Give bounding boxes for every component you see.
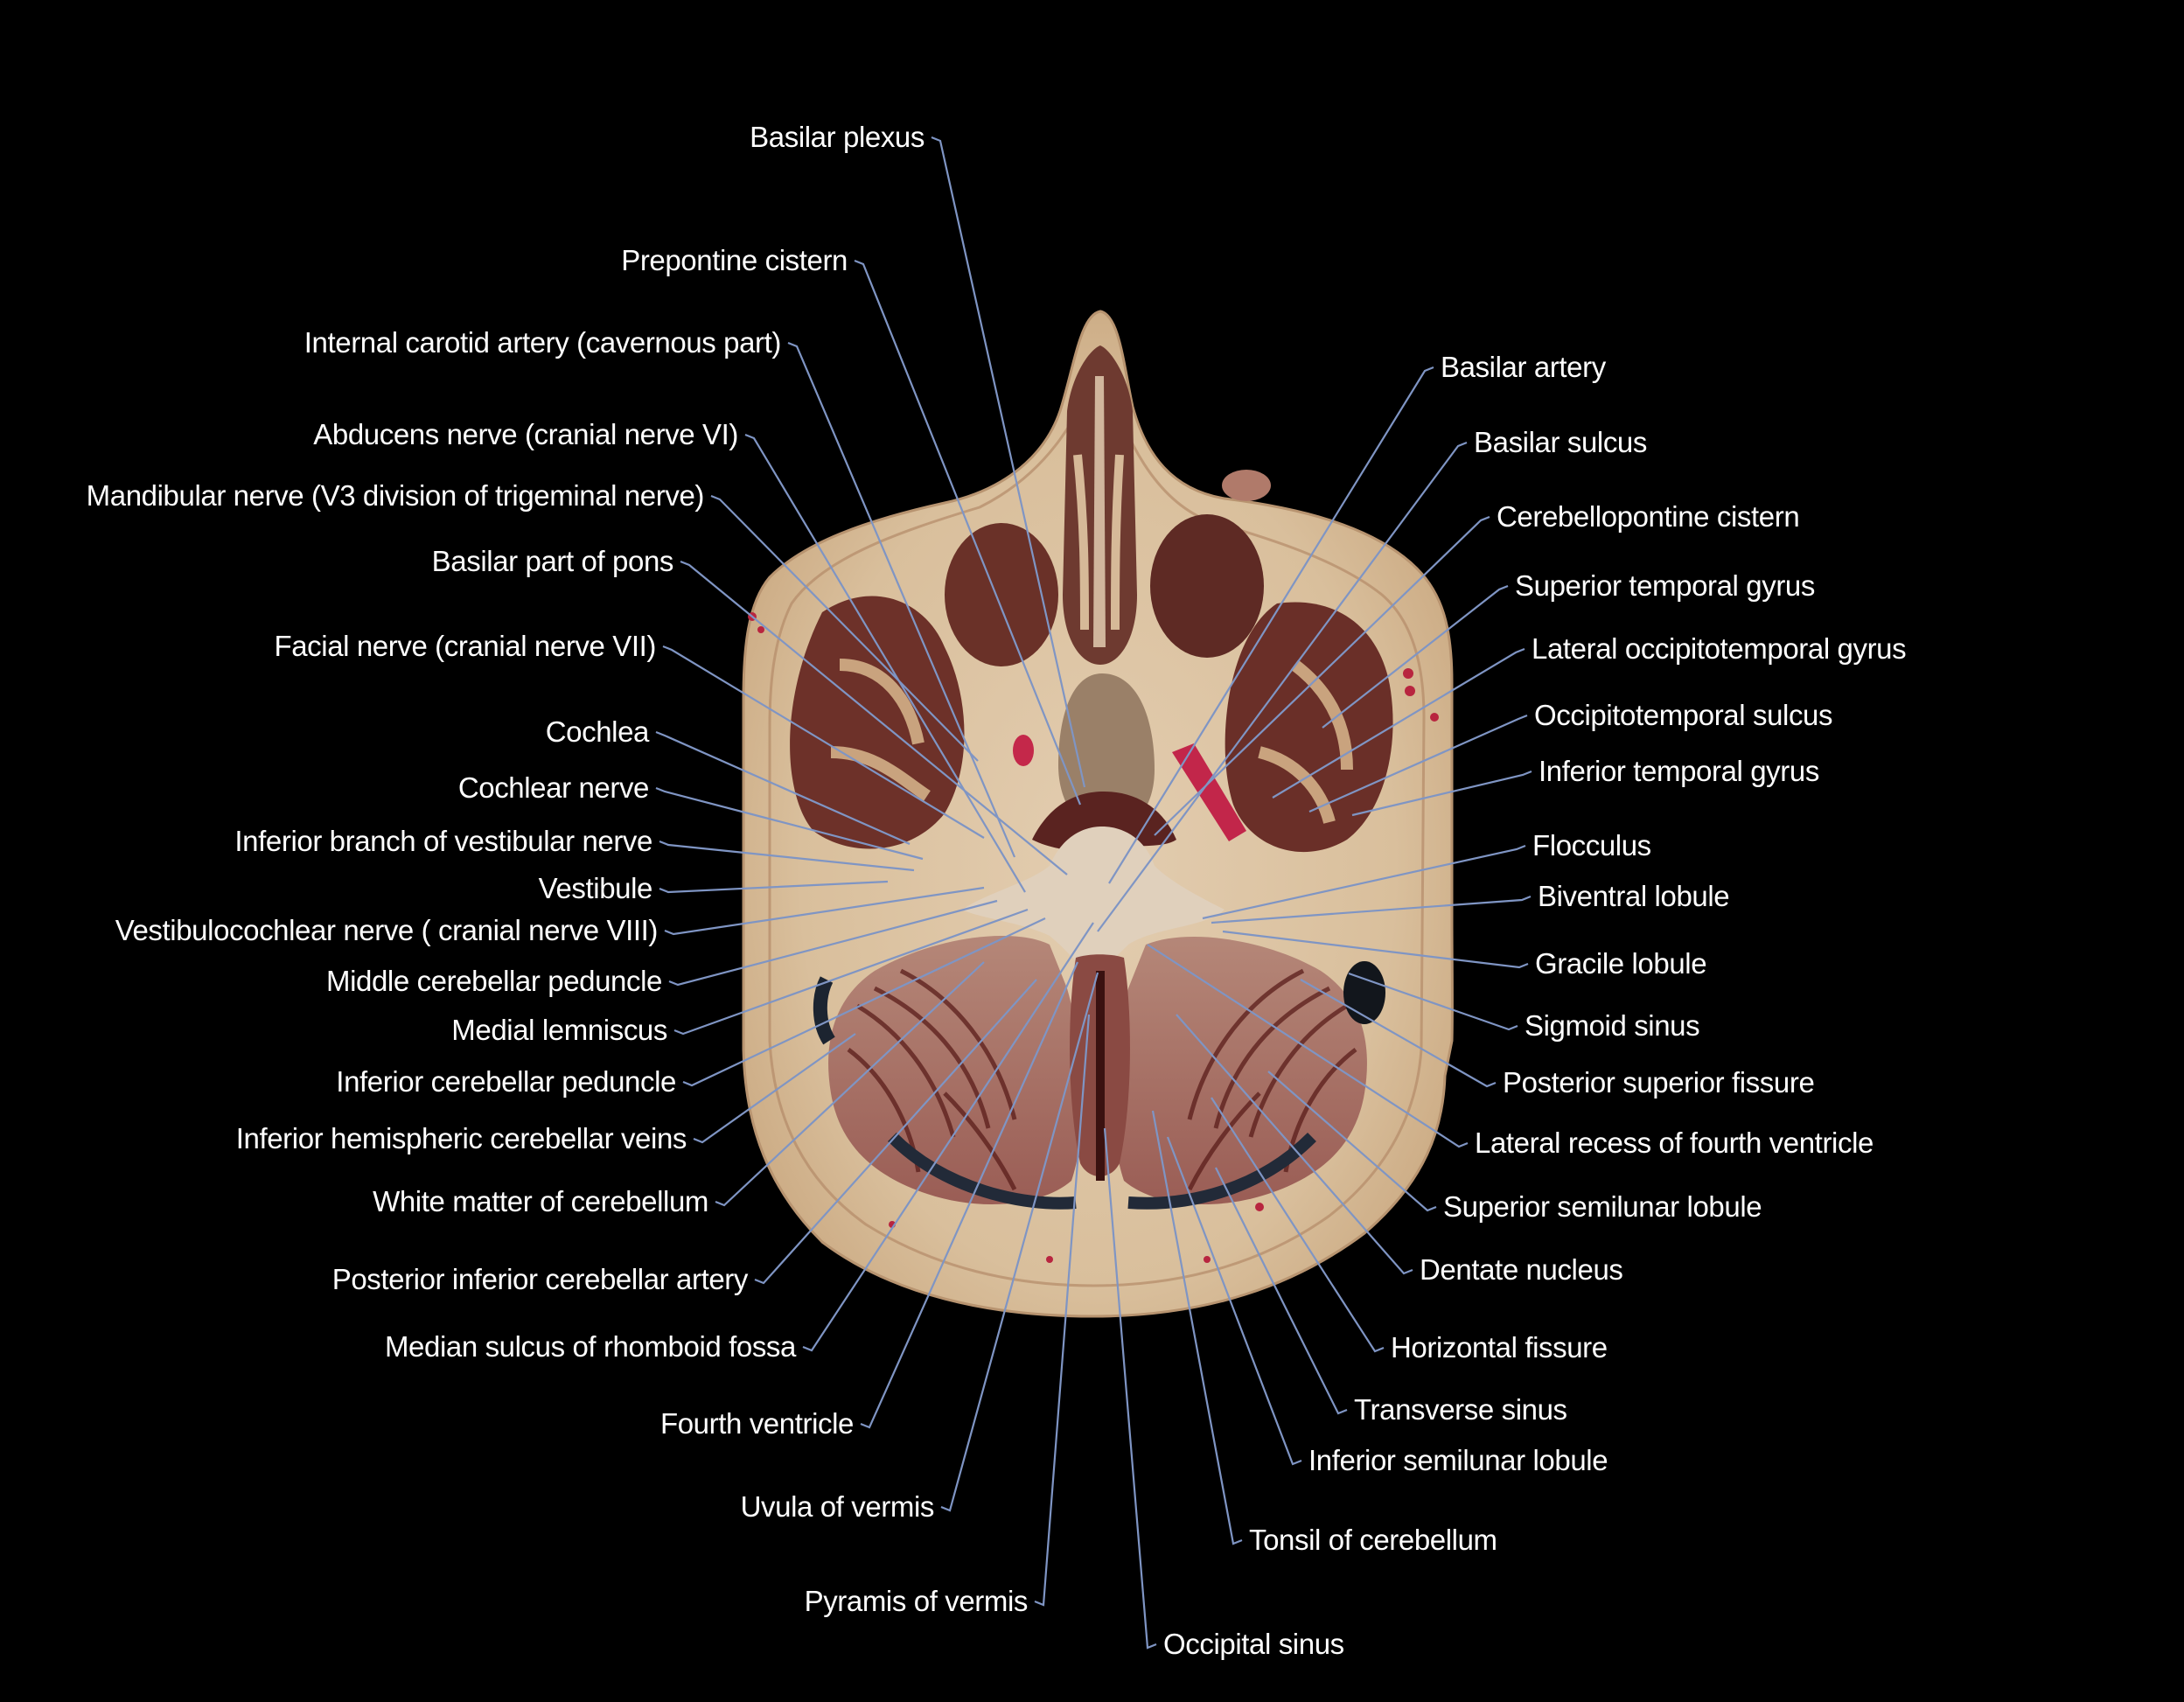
- label-vestibulocochlear-nerve-cranial-nerve-viii: Vestibulocochlear nerve ( cranial nerve …: [115, 914, 659, 946]
- leader-abducens-nerve-cranial-nerve-vi: [744, 433, 1026, 893]
- leader-middle-cerebellar-peduncle: [668, 899, 998, 987]
- leader-inferior-branch-of-vestibular-nerve: [659, 840, 915, 872]
- label-basilar-part-of-pons: Basilar part of pons: [431, 545, 674, 577]
- label-vestibule: Vestibule: [538, 872, 653, 904]
- leader-cochlear-nerve: [655, 786, 924, 861]
- leader-lateral-occipitotemporal-gyrus: [1272, 647, 1525, 799]
- leader-gracile-lobule: [1222, 930, 1529, 969]
- label-basilar-artery: Basilar artery: [1441, 351, 1606, 383]
- leader-basilar-part-of-pons: [680, 560, 1068, 875]
- leader-inferior-hemispheric-cerebellar-veins: [693, 1033, 856, 1144]
- leader-transverse-sinus: [1215, 1167, 1348, 1415]
- label-cerebellopontine-cistern: Cerebellopontine cistern: [1497, 500, 1800, 533]
- leader-superior-temporal-gyrus: [1322, 584, 1509, 729]
- leader-dentate-nucleus: [1176, 1014, 1413, 1275]
- label-biventral-lobule: Biventral lobule: [1538, 880, 1730, 912]
- right-internal-carotid: [1172, 743, 1246, 841]
- label-uvula-of-vermis: Uvula of vermis: [740, 1490, 935, 1523]
- label-posterior-inferior-cerebellar-artery: Posterior inferior cerebellar artery: [331, 1263, 749, 1295]
- label-occipitotemporal-sulcus: Occipitotemporal sulcus: [1534, 699, 1833, 731]
- label-prepontine-cistern: Prepontine cistern: [621, 244, 848, 276]
- nasopharynx: [1058, 673, 1155, 831]
- leader-uvula-of-vermis: [940, 972, 1099, 1512]
- label-sigmoid-sinus: Sigmoid sinus: [1525, 1009, 1700, 1042]
- label-abducens-nerve-cranial-nerve-vi: Abducens nerve (cranial nerve VI): [313, 418, 738, 450]
- label-cochlear-nerve: Cochlear nerve: [457, 771, 650, 804]
- leader-internal-carotid-artery-cavernous-part: [787, 341, 1016, 858]
- leader-occipital-sinus: [1103, 1127, 1157, 1650]
- label-superior-temporal-gyrus: Superior temporal gyrus: [1515, 569, 1815, 602]
- leader-lateral-recess-of-fourth-ventricle: [1147, 944, 1469, 1148]
- leader-sigmoid-sinus: [1348, 972, 1518, 1031]
- leader-facial-nerve-cranial-nerve-vii: [662, 645, 985, 839]
- label-inferior-semilunar-lobule: Inferior semilunar lobule: [1308, 1444, 1608, 1476]
- right-temporal-lobe: [1225, 602, 1393, 853]
- left-maxillary-sinus: [945, 523, 1058, 666]
- label-basilar-sulcus: Basilar sulcus: [1474, 426, 1647, 458]
- leader-vestibule: [659, 880, 889, 894]
- leader-tonsil-of-cerebellum: [1151, 1110, 1243, 1545]
- leader-cerebellopontine-cistern: [1154, 515, 1490, 836]
- label-middle-cerebellar-peduncle: Middle cerebellar peduncle: [325, 965, 662, 997]
- label-white-matter-of-cerebellum: White matter of cerebellum: [373, 1185, 708, 1217]
- leader-medial-lemniscus: [673, 908, 1029, 1036]
- transverse-sinus: [888, 1133, 1316, 1210]
- leader-posterior-superior-fissure: [1300, 979, 1497, 1088]
- label-occipital-sinus: Occipital sinus: [1163, 1628, 1344, 1660]
- label-median-sulcus-of-rhomboid-fossa: Median sulcus of rhomboid fossa: [384, 1330, 796, 1363]
- label-inferior-hemispheric-cerebellar-veins: Inferior hemispheric cerebellar veins: [235, 1122, 687, 1154]
- label-tonsil-of-cerebellum: Tonsil of cerebellum: [1249, 1524, 1497, 1556]
- label-inferior-cerebellar-peduncle: Inferior cerebellar peduncle: [336, 1065, 676, 1098]
- left-sigmoid-sinus: [813, 976, 835, 1045]
- right-sigmoid-sinus: [1343, 961, 1385, 1024]
- label-medial-lemniscus: Medial lemniscus: [451, 1014, 667, 1046]
- label-horizontal-fissure: Horizontal fissure: [1391, 1331, 1608, 1364]
- right-maxillary-sinus: [1150, 514, 1264, 658]
- leader-vestibulocochlear-nerve-cranial-nerve-viii: [664, 886, 985, 936]
- leader-fourth-ventricle: [860, 961, 1079, 1429]
- leader-flocculus: [1202, 844, 1526, 920]
- label-inferior-temporal-gyrus: Inferior temporal gyrus: [1539, 755, 1819, 787]
- leader-pyramis-of-vermis: [1034, 1014, 1091, 1607]
- brainstem: [962, 827, 1225, 971]
- label-dentate-nucleus: Dentate nucleus: [1420, 1253, 1623, 1286]
- leader-biventral-lobule: [1211, 895, 1532, 924]
- leader-posterior-inferior-cerebellar-artery: [754, 979, 1037, 1285]
- leader-superior-semilunar-lobule: [1267, 1071, 1437, 1212]
- leader-prepontine-cistern: [854, 259, 1082, 806]
- leader-cochlea: [655, 730, 911, 846]
- label-cochlea: Cochlea: [545, 715, 650, 748]
- leader-white-matter-of-cerebellum: [715, 961, 985, 1207]
- cerebellar-folia: [847, 968, 1357, 1191]
- label-inferior-branch-of-vestibular-nerve: Inferior branch of vestibular nerve: [234, 825, 652, 857]
- leader-basilar-plexus: [931, 136, 1086, 788]
- leader-basilar-sulcus: [1097, 441, 1468, 932]
- leader-inferior-semilunar-lobule: [1166, 1136, 1302, 1466]
- label-pyramis-of-vermis: Pyramis of vermis: [804, 1585, 1029, 1617]
- leader-horizontal-fissure: [1211, 1097, 1385, 1353]
- label-fourth-ventricle: Fourth ventricle: [659, 1407, 854, 1440]
- leader-median-sulcus-of-rhomboid-fossa: [802, 922, 1094, 1352]
- label-gracile-lobule: Gracile lobule: [1535, 947, 1707, 980]
- leader-mandibular-nerve-v3-division-of-trigeminal-nerve: [710, 494, 979, 762]
- leader-inferior-cerebellar-peduncle: [682, 917, 1046, 1087]
- label-lateral-recess-of-fourth-ventricle: Lateral recess of fourth ventricle: [1475, 1127, 1873, 1159]
- leader-occipitotemporal-sulcus: [1308, 714, 1528, 813]
- label-superior-semilunar-lobule: Superior semilunar lobule: [1443, 1190, 1762, 1223]
- label-internal-carotid-artery-cavernous-part: Internal carotid artery (cavernous part): [304, 326, 782, 359]
- leader-basilar-artery: [1108, 366, 1434, 884]
- label-flocculus: Flocculus: [1532, 829, 1651, 861]
- label-facial-nerve-cranial-nerve-vii: Facial nerve (cranial nerve VII): [274, 630, 656, 662]
- label-transverse-sinus: Transverse sinus: [1354, 1393, 1567, 1426]
- label-lateral-occipitotemporal-gyrus: Lateral occipitotemporal gyrus: [1532, 632, 1907, 665]
- skull-contour: [768, 354, 1426, 1287]
- label-mandibular-nerve-v3-division-of-trigeminal-nerve: Mandibular nerve (V3 division of trigemi…: [86, 479, 705, 512]
- label-basilar-plexus: Basilar plexus: [750, 121, 925, 153]
- label-posterior-superior-fissure: Posterior superior fissure: [1503, 1066, 1815, 1099]
- leader-inferior-temporal-gyrus: [1351, 770, 1532, 817]
- left-internal-carotid: [1013, 735, 1034, 766]
